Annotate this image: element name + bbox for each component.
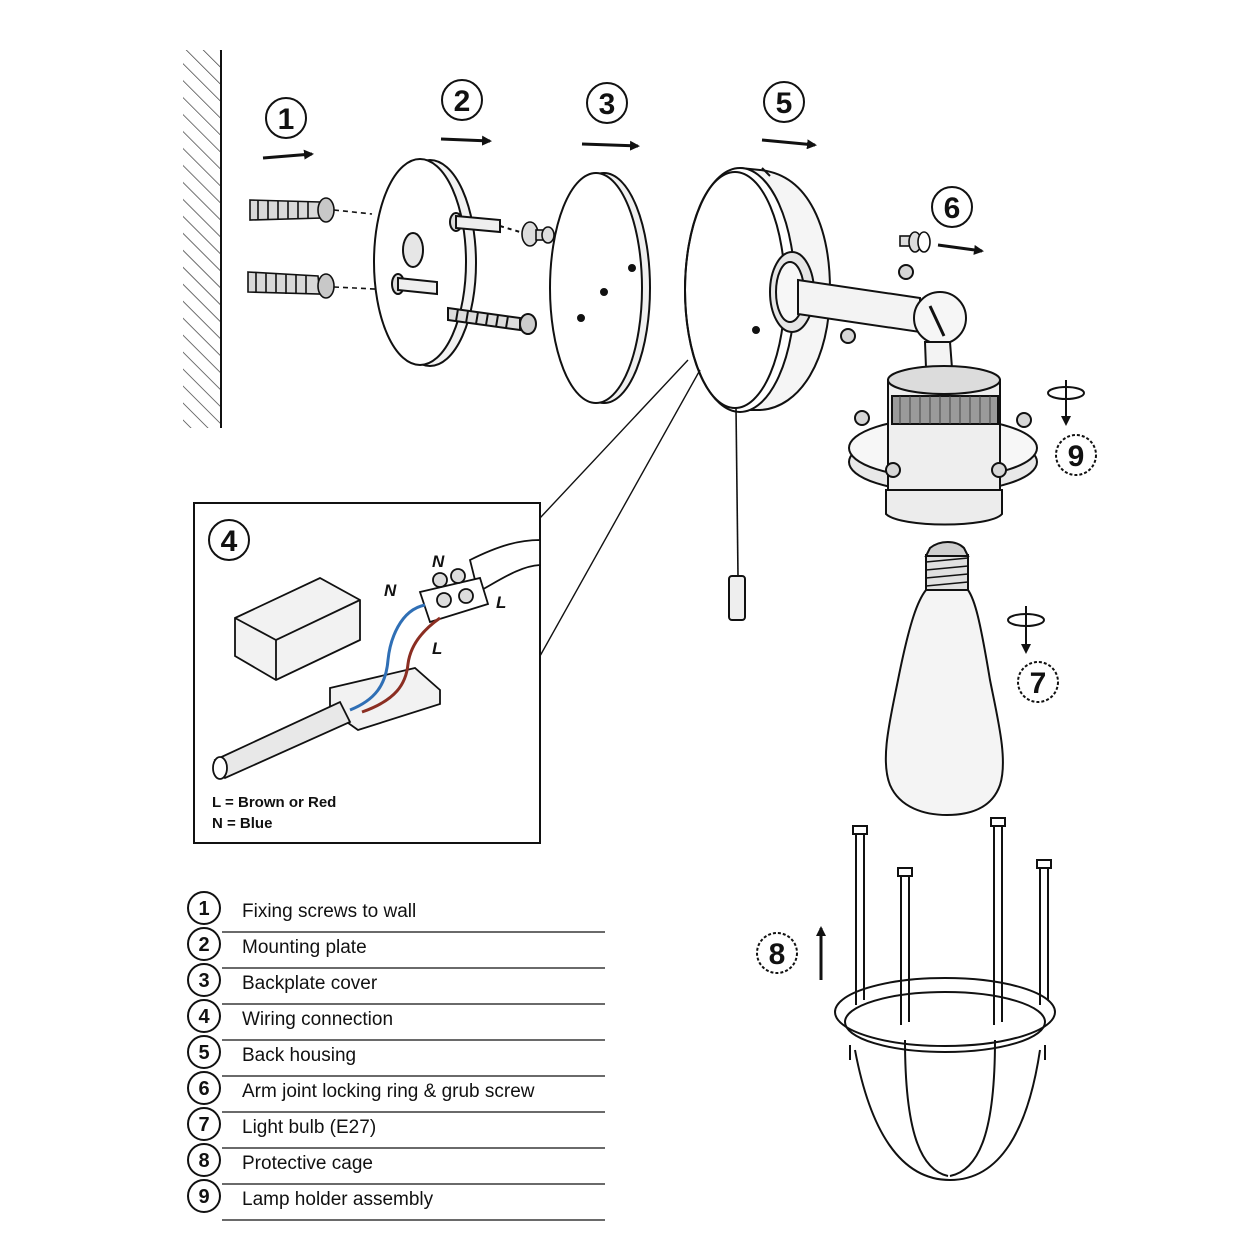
callout-8: 8 — [756, 926, 826, 980]
callout-3: 3 — [581, 82, 640, 151]
callout-2: 2 — [440, 79, 492, 146]
lamp-holder — [848, 365, 1038, 526]
callout-1-label: 1 — [278, 103, 295, 136]
key-label: Arm joint locking ring & grub screw — [242, 1081, 535, 1102]
key-label: Mounting plate — [242, 937, 367, 958]
key-number-circle — [187, 1071, 221, 1105]
key-row: 3 Backplate cover — [187, 963, 605, 1005]
locking-ring-screw — [899, 231, 931, 253]
key-number-circle — [187, 1179, 221, 1213]
callout-7: 7 — [1007, 606, 1059, 703]
callout-8-label: 8 — [769, 938, 786, 971]
key-row: 4 Wiring connection — [187, 999, 605, 1041]
backplate-cover — [549, 172, 651, 404]
key-row: 9 Lamp holder assembly — [187, 1179, 605, 1221]
key-row: 1 Fixing screws to wall — [187, 891, 605, 933]
key-number: 6 — [198, 1078, 209, 1100]
key-number-circle — [187, 1107, 221, 1141]
neutral-wire — [349, 603, 426, 712]
small-nut — [521, 221, 555, 247]
key-number: 2 — [198, 934, 209, 956]
wall-plug-upper — [249, 197, 373, 223]
key-number-circle — [187, 1143, 221, 1177]
callout-1: 1 — [262, 97, 314, 160]
key-row: 6 Arm joint locking ring & grub screw — [187, 1071, 605, 1113]
wall — [183, 50, 222, 428]
callout-4: 4 — [208, 519, 250, 561]
wall-plug-lower — [247, 271, 396, 299]
back-housing — [684, 167, 832, 621]
mounting-plate — [373, 158, 537, 367]
callout-5: 5 — [761, 81, 817, 150]
key-number: 7 — [198, 1114, 209, 1136]
key-number: 3 — [198, 970, 209, 992]
key-number-circle — [187, 963, 221, 997]
key-label: Lamp holder assembly — [242, 1189, 434, 1210]
key-row: 5 Back housing — [187, 1035, 605, 1077]
callout-6-label: 6 — [944, 192, 961, 225]
callout-7-label: 7 — [1030, 667, 1047, 700]
light-bulb — [884, 541, 1004, 817]
wire-label-n-top: N — [432, 552, 445, 571]
wire-legend-neutral: N = Blue — [212, 815, 272, 832]
key-number-circle — [187, 891, 221, 925]
wire-label-l-left: L — [432, 639, 442, 658]
key-number-circle — [187, 927, 221, 961]
callout-6: 6 — [931, 186, 984, 255]
key-number: 1 — [198, 898, 209, 920]
wire-label-l-top: L — [496, 593, 506, 612]
callout-5-label: 5 — [776, 87, 793, 120]
protective-cage — [834, 817, 1056, 1182]
key-label: Wiring connection — [242, 1009, 393, 1030]
wire-legend-live: L = Brown or Red — [212, 794, 336, 811]
key-label: Fixing screws to wall — [242, 901, 416, 922]
callout-3-label: 3 — [599, 88, 616, 121]
rotate-icon-7 — [1007, 606, 1045, 654]
key-label: Light bulb (E27) — [242, 1117, 376, 1138]
key-label: Protective cage — [242, 1153, 373, 1174]
rotate-icon-9 — [1047, 380, 1085, 426]
callout-2-label: 2 — [454, 85, 471, 118]
key-number-circle — [187, 1035, 221, 1069]
wiring-inset: N L N L L = Brown or Red N = Blue — [193, 359, 701, 844]
key-number-circle — [187, 999, 221, 1033]
callout-9-label: 9 — [1068, 440, 1085, 473]
live-wire — [361, 616, 441, 714]
key-number: 4 — [198, 1006, 210, 1028]
key-row: 7 Light bulb (E27) — [187, 1107, 605, 1149]
wire-label-n-left: N — [384, 581, 397, 600]
key-number: 8 — [198, 1150, 209, 1172]
key-number: 5 — [198, 1042, 209, 1064]
key-row: 2 Mounting plate — [187, 927, 605, 969]
key-label: Backplate cover — [242, 973, 378, 994]
callout-9: 9 — [1047, 380, 1097, 476]
key-label: Back housing — [242, 1045, 356, 1066]
key-row: 8 Protective cage — [187, 1143, 605, 1185]
callout-4-label: 4 — [221, 525, 238, 558]
key-number: 9 — [198, 1186, 209, 1208]
arm — [797, 264, 967, 369]
